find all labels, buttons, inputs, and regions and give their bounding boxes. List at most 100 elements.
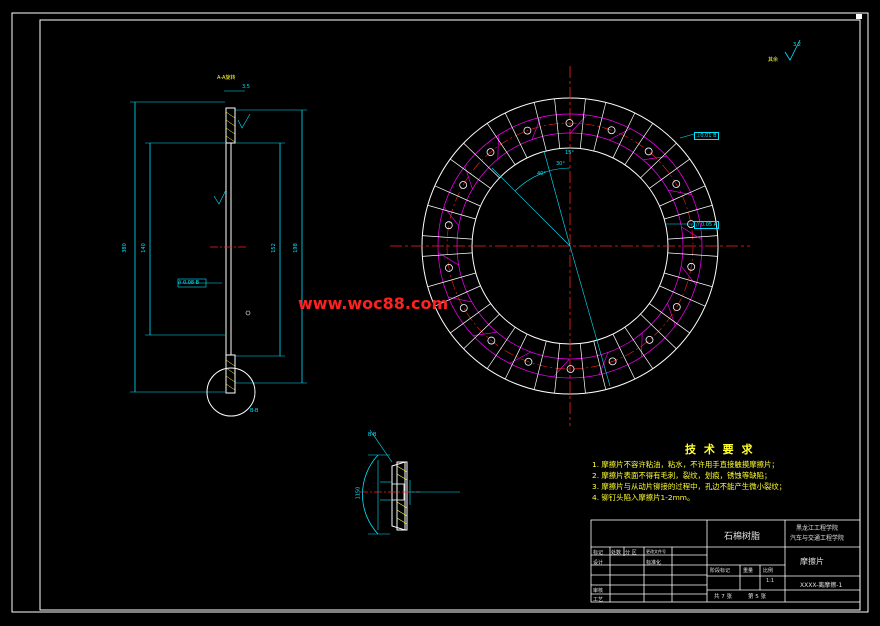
corner-mark [856,14,862,19]
parallel-tolerance-left: // 0.08 B [178,280,200,286]
tech-title: 技 术 要 求 [685,443,755,456]
tb-sheet-no: 第 5 张 [748,594,766,600]
dim-inner-height: 140 [140,243,147,253]
angle-ref-line [569,245,611,387]
tb-row-zone: 分 区 [625,550,637,556]
dim-top-thickness: 3.5 [242,84,250,90]
rivet-hole [687,262,696,271]
pad-slot-edge [640,142,677,179]
pad-groove-line [464,166,473,190]
pad-slot-edge [554,98,561,149]
pad-groove-line [668,189,692,196]
inner-frame [39,19,861,611]
tb-sheet-total: 共 7 张 [714,594,732,600]
pad-slot-edge [422,235,473,240]
pad-slot-edge [427,204,476,220]
rivet-hole [672,303,681,311]
pad-slot-edge [649,303,690,334]
pad-slot-edge [450,158,491,189]
tech-line-1: 1. 摩擦片不容许粘油，粘水，不许用手直接触摸摩擦片； [592,460,779,469]
pad-slot-edge [593,340,607,390]
pad-slot-edge [612,112,636,159]
pad-groove-line [570,114,587,134]
pad-groove-line [443,206,460,226]
pad-groove-line [509,351,531,364]
roughness-symbol [784,39,801,61]
roughness-value: 3.2 [793,42,801,48]
pad-groove-line [531,117,542,140]
detail-label: B-B [250,408,259,414]
pad-groove-line [680,266,697,286]
pad-groove-line [448,296,472,303]
tb-row-mark: 标记 [593,550,604,556]
pad-slot-edge [667,252,718,257]
pad-groove-line [667,302,676,326]
tb-review: 审核 [593,588,604,594]
rivet-hole [565,119,574,127]
dim-mid: 152 [270,243,277,253]
rivet-hole [445,264,453,272]
pad-slot-edge [659,285,706,307]
pad-groove-line [641,332,643,357]
tb-scale: 1:1 [766,578,775,584]
pad-slot-edge [434,185,481,207]
pad-groove-line [438,252,459,266]
section-view [130,90,307,417]
angle-ref-line [491,167,571,247]
rivet-hole [608,357,617,366]
tb-material: 石棉树脂 [724,532,761,542]
pad-slot-edge [640,313,677,350]
tb-part-name: 摩擦片 [800,557,824,566]
friction-ring-view [390,66,750,426]
pad-slot-edge [554,343,561,394]
detail-section [360,429,460,535]
pad-slot-edge [486,123,516,165]
tb-ratio: 比例 [763,568,774,574]
pad-slot-edge [533,340,547,390]
pad-slot-edge [579,98,586,149]
pad-slot-edge [463,142,500,179]
pad-slot-edge [624,123,654,165]
tech-line-3: 3. 摩擦片与从动片铆接的过程中，孔边不能产生微小裂纹； [592,482,787,491]
detail-section-label: B-B [368,432,377,438]
rivet-hole [523,126,532,135]
dim-outer-height: 380 [121,243,128,253]
rivet-hole [672,180,681,188]
tb-standard: 标准化 [646,560,662,566]
pad-slot-edge [593,102,607,152]
rivet-hole [645,335,654,344]
tolerance-frame-1: ⊥0.01 B [694,132,719,140]
tech-line-2: 2. 摩擦片表面不得有毛刺，裂纹，划痕，锈蚀等缺陷； [592,471,772,480]
angle-ref-line [543,150,571,247]
pad-slot-edge [486,327,516,369]
angle-dim-3: 15° [565,150,574,156]
pad-slot-edge [533,102,547,152]
tb-weight: 重量 [743,568,754,574]
pad-groove-line [497,135,499,160]
angle-dim-2: 30° [556,161,565,167]
pad-slot-edge [624,327,654,369]
angle-dim-1: 40° [537,171,546,177]
rivet-hole [459,304,468,312]
watermark-text: www.woc88.com [298,294,449,313]
pad-slot-edge [664,272,713,288]
pad-slot-edge [434,285,481,307]
section-title: A-A旋转 [217,75,236,81]
tb-drawing-no: XXXX-离摩擦-1 [800,582,843,589]
pad-slot-edge [450,303,491,334]
pad-slot-edge [612,333,636,380]
tb-design: 设计 [593,560,604,566]
rivet-hole [487,336,496,345]
rivet-hole [644,147,653,156]
rivet-hole [607,126,616,135]
tb-process: 工艺 [593,597,604,603]
pad-slot-edge [649,158,690,189]
title-block [590,519,861,603]
pad-slot-edge [463,313,500,350]
rivet-hole [524,357,533,366]
tb-school-2: 汽车与交通工程学院 [790,535,845,542]
tolerance-frame-2: // 0.05 A [694,221,720,229]
pad-groove-line [681,226,702,240]
